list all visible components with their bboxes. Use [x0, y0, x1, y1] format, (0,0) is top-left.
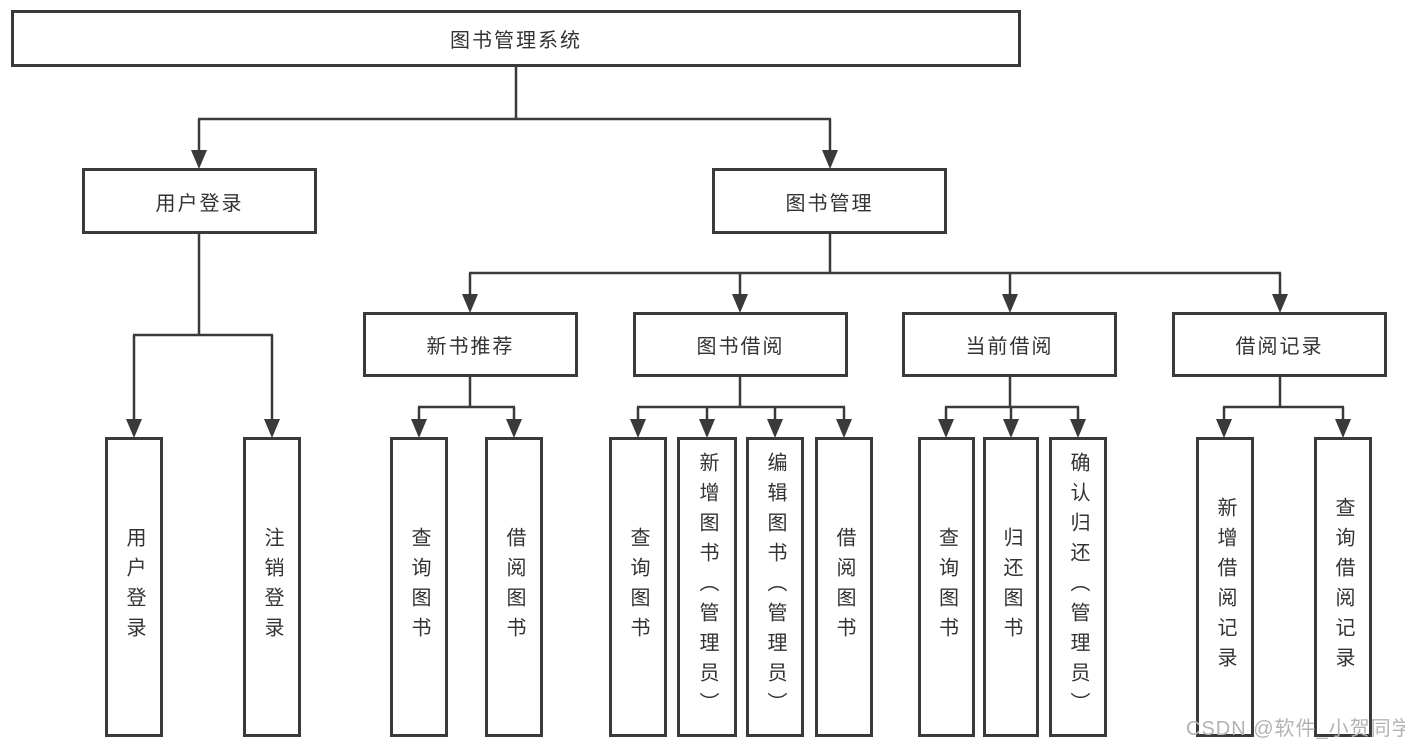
- leaf-records-add-label: 新增借阅记录: [1214, 497, 1236, 677]
- node-borrow-records-label: 借阅记录: [1235, 336, 1324, 358]
- leaf-bookborrow-query: 查询图书: [609, 437, 667, 737]
- watermark: CSDN @软件_小贺同学: [1186, 718, 1405, 740]
- node-root-label: 图书管理系统: [450, 30, 582, 52]
- leaf-current-confirm-return-label: 确认归还（管理员）: [1067, 452, 1089, 722]
- leaf-records-add: 新增借阅记录: [1196, 437, 1254, 737]
- leaf-logout-label: 注销登录: [261, 527, 283, 647]
- node-borrow-records: 借阅记录: [1172, 312, 1387, 377]
- leaf-newbooks-borrow-label: 借阅图书: [503, 527, 525, 647]
- leaf-bookborrow-add: 新增图书（管理员）: [677, 437, 737, 737]
- leaf-bookborrow-add-label: 新增图书（管理员）: [696, 452, 718, 722]
- leaf-current-query: 查询图书: [918, 437, 975, 737]
- node-user-login-label: 用户登录: [155, 192, 244, 215]
- node-user-login: 用户登录: [82, 168, 317, 234]
- node-root: 图书管理系统: [11, 10, 1021, 67]
- leaf-newbooks-query: 查询图书: [390, 437, 448, 737]
- leaf-records-query: 查询借阅记录: [1314, 437, 1372, 737]
- leaf-bookborrow-borrow: 借阅图书: [815, 437, 873, 737]
- leaf-bookborrow-borrow-label: 借阅图书: [833, 527, 855, 647]
- leaf-current-return: 归还图书: [983, 437, 1039, 737]
- node-current-borrow-label: 当前借阅: [965, 336, 1054, 358]
- leaf-bookborrow-edit-label: 编辑图书（管理员）: [764, 452, 786, 722]
- node-book-borrow: 图书借阅: [633, 312, 848, 377]
- leaf-user-login-label: 用户登录: [123, 527, 145, 647]
- node-new-book-recommend: 新书推荐: [363, 312, 578, 377]
- node-book-management-label: 图书管理: [785, 192, 874, 215]
- node-current-borrow: 当前借阅: [902, 312, 1117, 377]
- leaf-current-confirm-return: 确认归还（管理员）: [1049, 437, 1107, 737]
- leaf-logout: 注销登录: [243, 437, 301, 737]
- leaf-bookborrow-query-label: 查询图书: [627, 527, 649, 647]
- node-new-book-recommend-label: 新书推荐: [426, 336, 515, 358]
- leaf-bookborrow-edit: 编辑图书（管理员）: [746, 437, 804, 737]
- leaf-records-query-label: 查询借阅记录: [1332, 497, 1354, 677]
- leaf-user-login: 用户登录: [105, 437, 163, 737]
- leaf-current-return-label: 归还图书: [1000, 527, 1022, 647]
- node-book-borrow-label: 图书借阅: [696, 336, 785, 358]
- leaf-current-query-label: 查询图书: [935, 527, 958, 647]
- leaf-newbooks-borrow: 借阅图书: [485, 437, 543, 737]
- leaf-newbooks-query-label: 查询图书: [408, 527, 430, 647]
- node-book-management: 图书管理: [712, 168, 947, 234]
